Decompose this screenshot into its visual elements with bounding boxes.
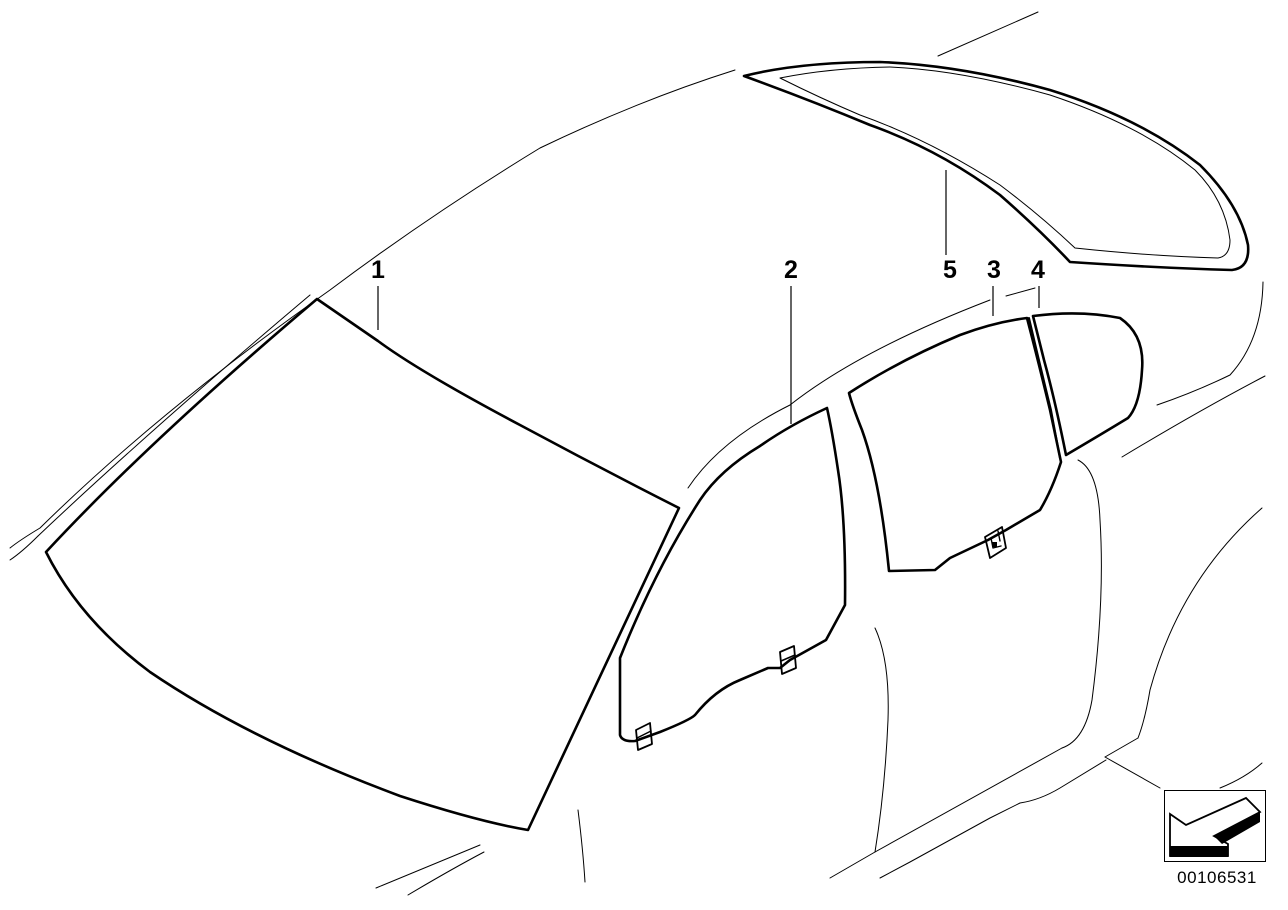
callout-1-windshield[interactable]: 1 xyxy=(371,256,385,284)
direction-arrow-icon xyxy=(1169,796,1262,857)
callout-4-rear-quarter-window[interactable]: 4 xyxy=(1031,256,1045,284)
callout-2-front-door-window[interactable]: 2 xyxy=(784,256,798,284)
rear-quarter-window-part-4[interactable] xyxy=(1028,312,1144,459)
rear-window-part-5[interactable] xyxy=(742,60,1250,272)
callout-3-rear-door-window[interactable]: 3 xyxy=(987,256,1001,284)
windshield-part-1[interactable] xyxy=(44,297,681,832)
callout-5-rear-window[interactable]: 5 xyxy=(943,256,957,284)
leader-lines xyxy=(377,170,1040,424)
rear-door-window-part-3[interactable] xyxy=(847,316,1063,573)
body-outline xyxy=(9,11,1266,896)
front-door-window-part-2[interactable] xyxy=(618,406,847,751)
diagram-reference-number: 00106531 xyxy=(1177,868,1257,887)
